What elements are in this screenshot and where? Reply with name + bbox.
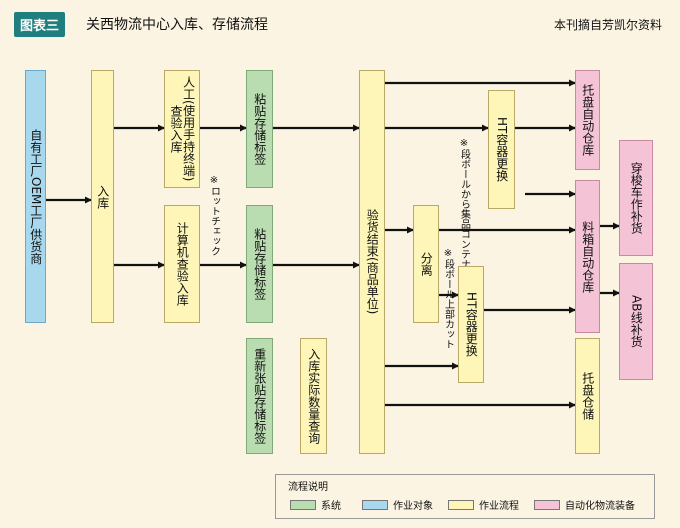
node-pallet-auto: 托盘自动仓库 xyxy=(575,70,600,170)
legend-swatch xyxy=(448,499,474,510)
source-credit: 本刊摘自芳凯尔资料 xyxy=(553,18,662,32)
node-ab-restock: AB线补货 xyxy=(619,263,653,380)
node-split: 分离 xyxy=(413,205,439,323)
legend-item-system: 系统 xyxy=(290,497,341,512)
node-label-1: 粘贴存储标签 xyxy=(246,70,273,188)
node-pallet-storage: 托盘仓储 xyxy=(575,338,600,454)
legend-title: 流程说明 xyxy=(288,482,328,493)
node-ht-change-1: HT容器更换 xyxy=(488,90,515,209)
node-oem-supplier: 自有工厂OEM工厂供货商 xyxy=(25,70,46,323)
note-lot-check: ※ロットチェック xyxy=(208,175,220,256)
node-relabel: 重新张贴存储标签 xyxy=(246,338,273,454)
node-inspect-end: 验货结束(商品单位) xyxy=(359,70,385,454)
diagram-title: 关西物流中心入库、存储流程 xyxy=(86,17,268,33)
legend-swatch xyxy=(362,499,388,510)
legend: 流程说明 系统 作业对象 作业流程 自动化物流装备 xyxy=(275,474,655,519)
node-box-auto: 料箱自动仓库 xyxy=(575,180,600,333)
legend-swatch xyxy=(290,499,316,510)
figure-tag: 图表三 xyxy=(14,12,66,37)
node-computer-inspect: 计算机查验入库 xyxy=(164,205,200,323)
node-label-2: 粘贴存储标签 xyxy=(246,205,273,323)
node-ht-change-2: HT容器更换 xyxy=(458,266,484,383)
legend-swatch xyxy=(534,499,560,510)
node-manual-inspect: 人工(使用手持终端)查验入库 xyxy=(164,70,200,188)
node-inbound: 入库 xyxy=(91,70,114,323)
legend-item-automation: 自动化物流装备 xyxy=(534,497,635,512)
node-qty-query: 入库实际数量查询 xyxy=(300,338,327,454)
node-shuttle-restock: 穿梭车作补货 xyxy=(619,140,653,256)
legend-item-work-object: 作业对象 xyxy=(362,497,433,512)
legend-item-work-process: 作业流程 xyxy=(448,497,519,512)
note-collect-container: ※段ボールから集品コンテナへ xyxy=(458,138,470,279)
note-top-cut: ※段ボール上部カット xyxy=(442,248,454,349)
